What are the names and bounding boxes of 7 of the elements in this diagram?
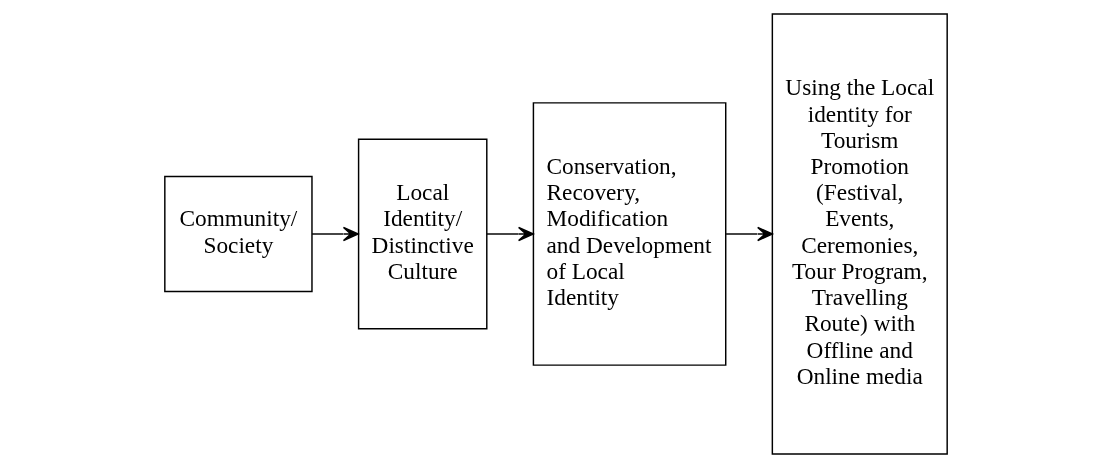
node-box: Community/ Society — [164, 175, 313, 293]
arrow — [311, 226, 359, 242]
arrow — [725, 226, 774, 242]
node-box: Conservation, Recovery, Modification and Development of Local Identity — [532, 102, 727, 366]
arrow — [486, 226, 534, 242]
node-box: Local Identity/ Distinctive Culture — [357, 138, 488, 330]
node-box: Using the Local identity for Tourism Promotion (Festival, Events, Ceremonies, Tour Program, Travelling Route) with Offline and Online media — [771, 13, 948, 455]
